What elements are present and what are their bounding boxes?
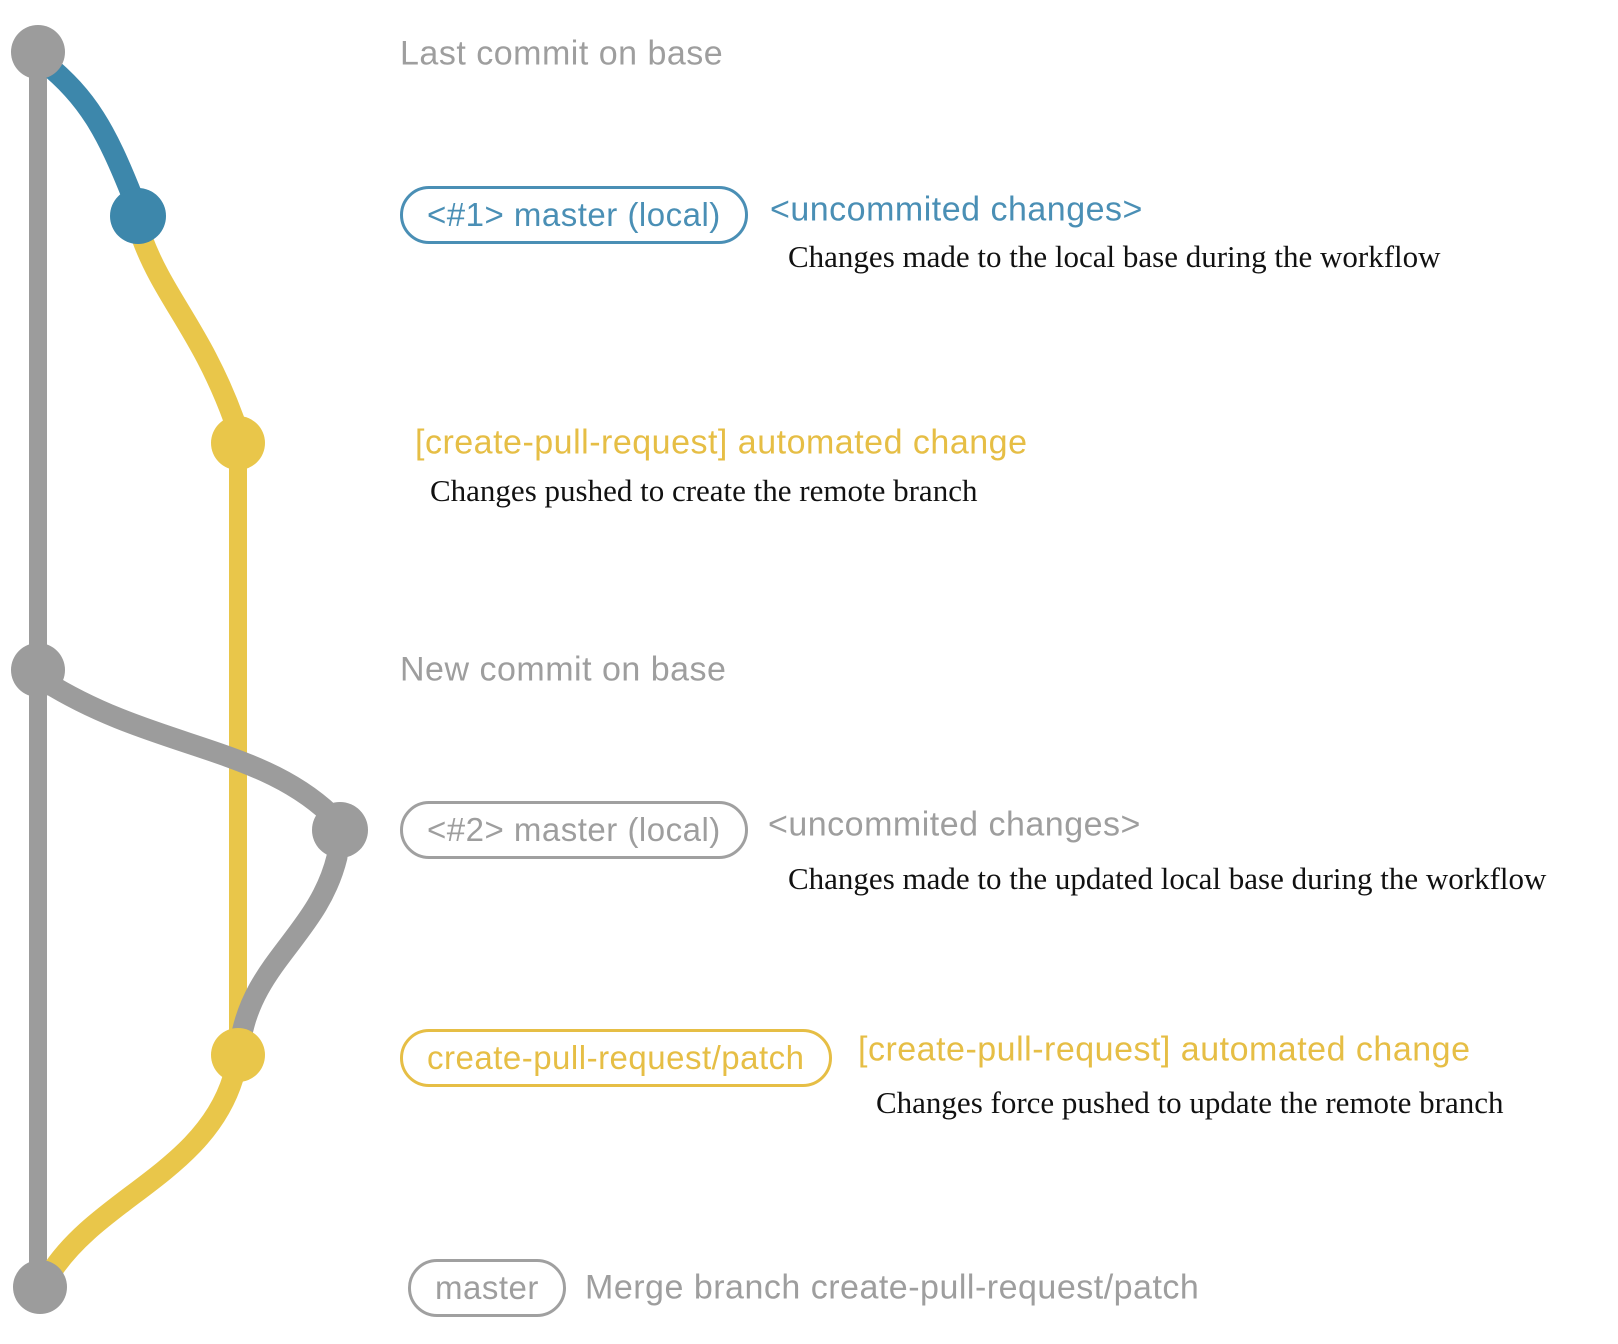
branch-pill-master-local-2: <#2> master (local)	[400, 801, 748, 859]
uncommited-changes-2-description: Changes made to the updated local base d…	[788, 861, 1547, 896]
commit-node-uncommited-1	[110, 188, 166, 244]
new-commit-on-base-label: New commit on base	[400, 650, 727, 689]
yellow-merge-curve	[39, 1067, 244, 1285]
gray-branch-curve-out	[35, 671, 341, 825]
commit-node-automated-1	[211, 416, 265, 470]
branch-pill-master: master	[408, 1259, 566, 1317]
yellow-branch-curve-top	[131, 227, 245, 431]
commit-node-uncommited-2	[312, 802, 368, 858]
uncommited-changes-2-label: <uncommited changes>	[768, 805, 1141, 844]
commit-node-automated-2	[211, 1028, 265, 1082]
blue-branch-curve	[33, 51, 144, 209]
last-commit-on-base-label: Last commit on base	[400, 34, 724, 73]
gray-branch-curve-in	[229, 846, 348, 1055]
uncommited-changes-1-description: Changes made to the local base during th…	[788, 239, 1441, 274]
branch-pill-master-local-1: <#1> master (local)	[400, 186, 748, 244]
git-graph	[11, 25, 368, 1314]
automated-change-1-label: [create-pull-request] automated change	[415, 423, 1028, 462]
branch-pill-create-pull-request-patch: create-pull-request/patch	[400, 1029, 832, 1087]
merge-branch-label: Merge branch create-pull-request/patch	[585, 1268, 1200, 1307]
commit-node-new-base	[11, 643, 65, 697]
automated-change-1-description: Changes pushed to create the remote bran…	[430, 473, 978, 508]
uncommited-changes-1-label: <uncommited changes>	[770, 190, 1143, 229]
commit-node-last-base	[11, 25, 65, 79]
automated-change-2-description: Changes force pushed to update the remot…	[876, 1085, 1504, 1120]
commit-node-merge	[13, 1260, 67, 1314]
automated-change-2-label: [create-pull-request] automated change	[858, 1030, 1471, 1069]
